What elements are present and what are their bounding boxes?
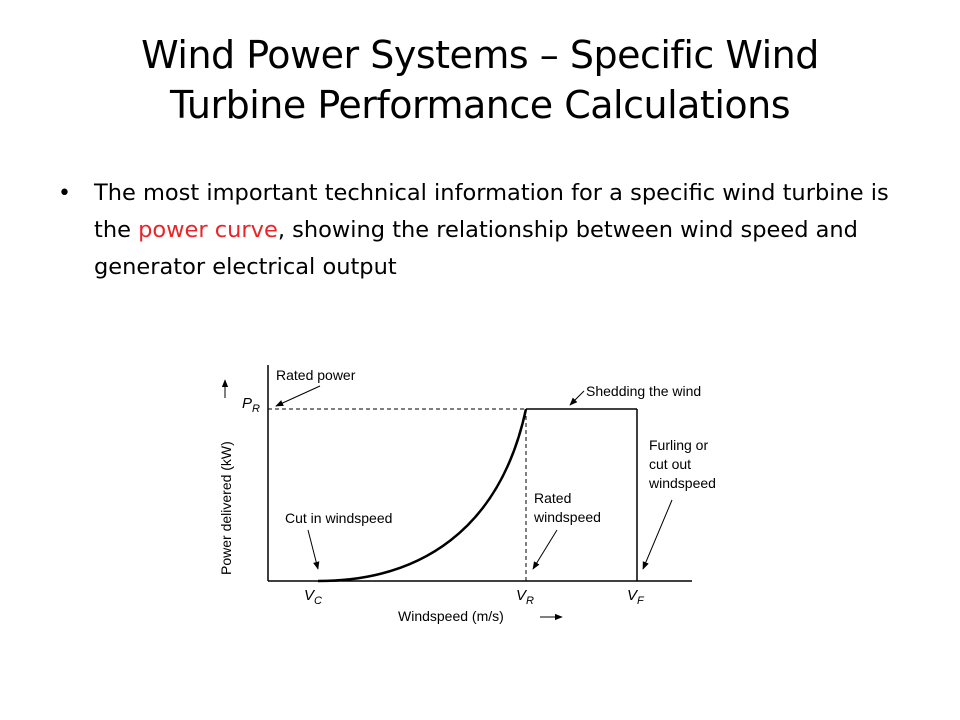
y-axis-label: Power delivered (kW) <box>218 441 234 575</box>
slide-title: Wind Power Systems – Specific Wind Turbi… <box>40 30 920 130</box>
bullet-text-before: The most important technical information… <box>94 180 889 243</box>
vf-label: VF <box>627 587 645 607</box>
rated-windspeed-annotation: Rated windspeed <box>533 490 601 525</box>
rated-power-arrow <box>275 385 321 407</box>
bullet-text-after: , showing the relationship between wind … <box>94 217 858 280</box>
shedding-arrow <box>569 390 585 406</box>
cut-in-arrow <box>307 529 320 570</box>
furling-annotation: Furling or cut out windspeed <box>648 437 716 491</box>
bullet-text: The most important technical information… <box>94 175 908 286</box>
power-curve-line <box>317 408 528 583</box>
vc-label: VC <box>304 587 322 607</box>
bullet-point: • The most important technical informati… <box>58 175 908 286</box>
pr-label: PR <box>242 395 260 415</box>
shedding-annotation: Shedding the wind <box>586 383 701 399</box>
rated-windspeed-arrow <box>532 529 558 570</box>
bullet-dot-icon: • <box>58 181 71 206</box>
bullet-highlight-power-curve: power curve <box>138 217 278 243</box>
cut-in-annotation: Cut in windspeed <box>285 510 392 526</box>
vr-label: VR <box>516 587 534 607</box>
rated-power-annotation: Rated power <box>276 367 356 383</box>
x-axis-label: Windspeed (m/s) <box>398 608 504 624</box>
furling-arrow <box>642 499 673 570</box>
title-line-1: Wind Power Systems – Specific Wind <box>141 33 819 77</box>
title-line-2: Turbine Performance Calculations <box>169 83 791 127</box>
